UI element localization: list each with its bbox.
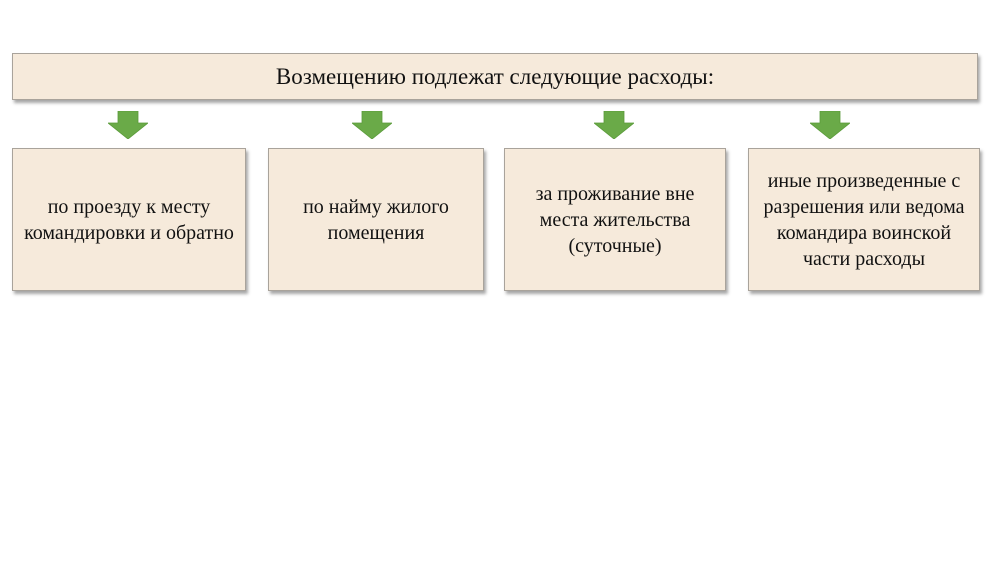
- expense-label: иные произведенные с разрешения или ведо…: [763, 169, 965, 270]
- expense-box-travel: по проезду к месту командировки и обратн…: [12, 148, 246, 291]
- expense-box-housing: по найму жилого помещения: [268, 148, 484, 291]
- expense-label: по найму жилого помещения: [303, 195, 449, 244]
- down-arrow-icon: [108, 111, 148, 139]
- expense-box-per-diem: за проживание вне места жительства (суто…: [504, 148, 726, 291]
- diagram-title: Возмещению подлежат следующие расходы:: [12, 53, 978, 100]
- down-arrow-icon: [810, 111, 850, 139]
- diagram-title-text: Возмещению подлежат следующие расходы:: [275, 63, 715, 89]
- expense-box-other: иные произведенные с разрешения или ведо…: [748, 148, 980, 291]
- down-arrow-icon: [352, 111, 392, 139]
- expense-label: по проезду к месту командировки и обратн…: [24, 195, 234, 244]
- expense-label: за проживание вне места жительства (суто…: [535, 182, 695, 257]
- down-arrow-icon: [594, 111, 634, 139]
